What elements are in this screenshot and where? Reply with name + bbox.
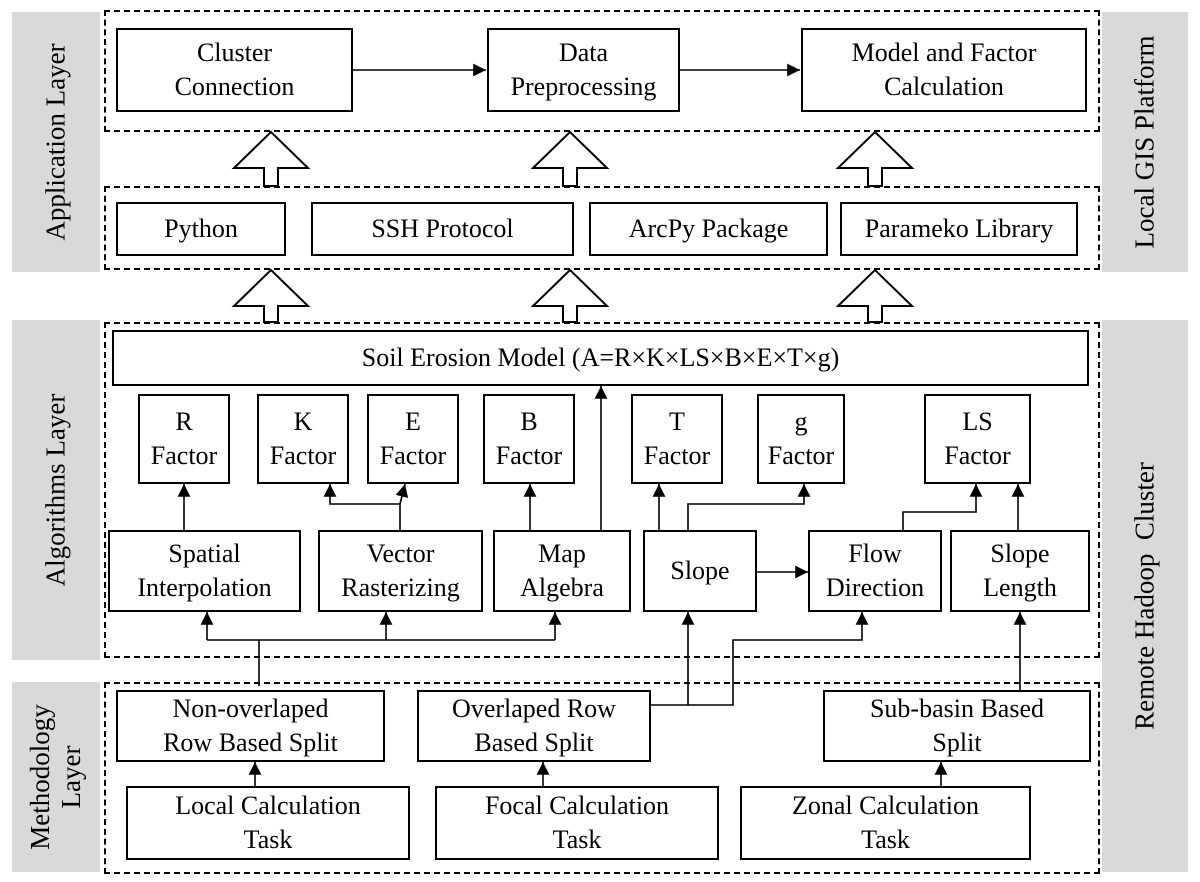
left-band-application: [12, 12, 100, 272]
zonal-calculation-task-label: Zonal Calculation Task: [791, 791, 979, 854]
e-factor-box: E Factor: [367, 394, 459, 484]
slope-length-label: Slope Length: [983, 539, 1057, 602]
ls-factor-label: LS Factor: [944, 407, 1011, 470]
k-factor-label: K Factor: [269, 407, 337, 470]
spatial-interpolation-label: Spatial Interpolation: [137, 539, 272, 602]
hollow-arrow-up-4: [231, 268, 311, 323]
data-preprocessing-box: Data Preprocessing: [487, 28, 680, 112]
b-factor-box: B Factor: [483, 394, 575, 484]
ssh-protocol-label: SSH Protocol: [371, 214, 514, 244]
ls-factor-box: LS Factor: [924, 394, 1031, 484]
model-factor-calculation-label: Model and Factor Calculation: [851, 38, 1037, 101]
arrow-vector-to-e: [395, 483, 409, 505]
g-factor-box: g Factor: [757, 394, 845, 484]
hollow-arrow-up-3: [835, 130, 915, 187]
right-band-remote: [1102, 320, 1188, 872]
arrow-overlap-to-flow: [688, 612, 869, 706]
arrow-vector-to-k: [323, 484, 401, 530]
g-factor-label: g Factor: [767, 407, 835, 470]
b-factor-label: B Factor: [495, 407, 563, 470]
application-container: [104, 10, 1100, 132]
parameko-library-label: Parameko Library: [864, 214, 1054, 244]
sub-basin-split-label: Sub-basin Based Split: [869, 694, 1045, 757]
focal-calculation-task-box: Focal Calculation Task: [435, 786, 719, 860]
soil-erosion-model-label: Soil Erosion Model (A=R×K×LS×B×E×T×g): [361, 343, 840, 373]
map-algebra-label: Map Algebra: [520, 539, 604, 602]
hollow-arrow-up-2: [530, 130, 610, 187]
t-factor-label: T Factor: [643, 407, 711, 470]
arrow-slope-to-g: [687, 484, 811, 530]
arcpy-package-box: ArcPy Package: [589, 202, 828, 256]
r-factor-box: R Factor: [138, 394, 230, 484]
cluster-connection-label: Cluster Connection: [174, 38, 295, 101]
vector-rasterizing-box: Vector Rasterizing: [318, 530, 483, 612]
model-factor-calculation-box: Model and Factor Calculation: [801, 28, 1087, 112]
hollow-arrows: [231, 130, 915, 323]
ssh-protocol-box: SSH Protocol: [311, 202, 574, 256]
arcpy-package-label: ArcPy Package: [628, 214, 789, 244]
flow-direction-box: Flow Direction: [808, 530, 942, 612]
t-factor-box: T Factor: [631, 394, 723, 484]
left-band-methodology: [12, 682, 100, 872]
e-factor-label: E Factor: [379, 407, 447, 470]
focal-calculation-task-label: Focal Calculation Task: [484, 791, 670, 854]
tools-container: [104, 186, 1100, 270]
overlaped-split-label: Overlaped Row Based Split: [452, 694, 616, 757]
flow-direction-label: Flow Direction: [825, 539, 925, 602]
hollow-arrow-up-5: [530, 268, 610, 323]
zonal-calculation-task-box: Zonal Calculation Task: [740, 786, 1031, 860]
vector-rasterizing-label: Vector Rasterizing: [341, 539, 460, 602]
non-overlaped-split-label: Non-overlaped Row Based Split: [163, 694, 338, 757]
hollow-arrow-up-6: [835, 268, 915, 323]
data-preprocessing-label: Data Preprocessing: [510, 38, 657, 101]
non-overlaped-split-box: Non-overlaped Row Based Split: [116, 690, 385, 762]
map-algebra-box: Map Algebra: [493, 530, 631, 612]
local-calculation-task-label: Local Calculation Task: [175, 791, 361, 854]
slope-label: Slope: [670, 556, 730, 586]
overlaped-split-box: Overlaped Row Based Split: [417, 690, 651, 762]
soil-erosion-model-box: Soil Erosion Model (A=R×K×LS×B×E×T×g): [112, 330, 1089, 386]
parameko-library-box: Parameko Library: [840, 202, 1078, 256]
right-band-local: [1102, 12, 1188, 272]
python-label: Python: [164, 214, 238, 244]
python-box: Python: [116, 202, 286, 256]
spatial-interpolation-box: Spatial Interpolation: [108, 530, 301, 612]
hollow-arrow-up-1: [231, 130, 311, 187]
cluster-connection-box: Cluster Connection: [116, 28, 353, 112]
arrow-flow-to-ls: [902, 484, 983, 530]
algorithms-container: [104, 322, 1100, 658]
sub-basin-split-box: Sub-basin Based Split: [823, 690, 1091, 762]
connector-lines: [177, 63, 1027, 786]
slope-length-box: Slope Length: [950, 530, 1090, 612]
slope-box: Slope: [643, 530, 757, 612]
k-factor-box: K Factor: [257, 394, 349, 484]
left-band-algorithms: [12, 320, 100, 660]
r-factor-label: R Factor: [150, 407, 218, 470]
arrow-overlap-to-slope: [651, 612, 695, 706]
local-calculation-task-box: Local Calculation Task: [126, 786, 410, 860]
methodology-container: [104, 682, 1100, 874]
